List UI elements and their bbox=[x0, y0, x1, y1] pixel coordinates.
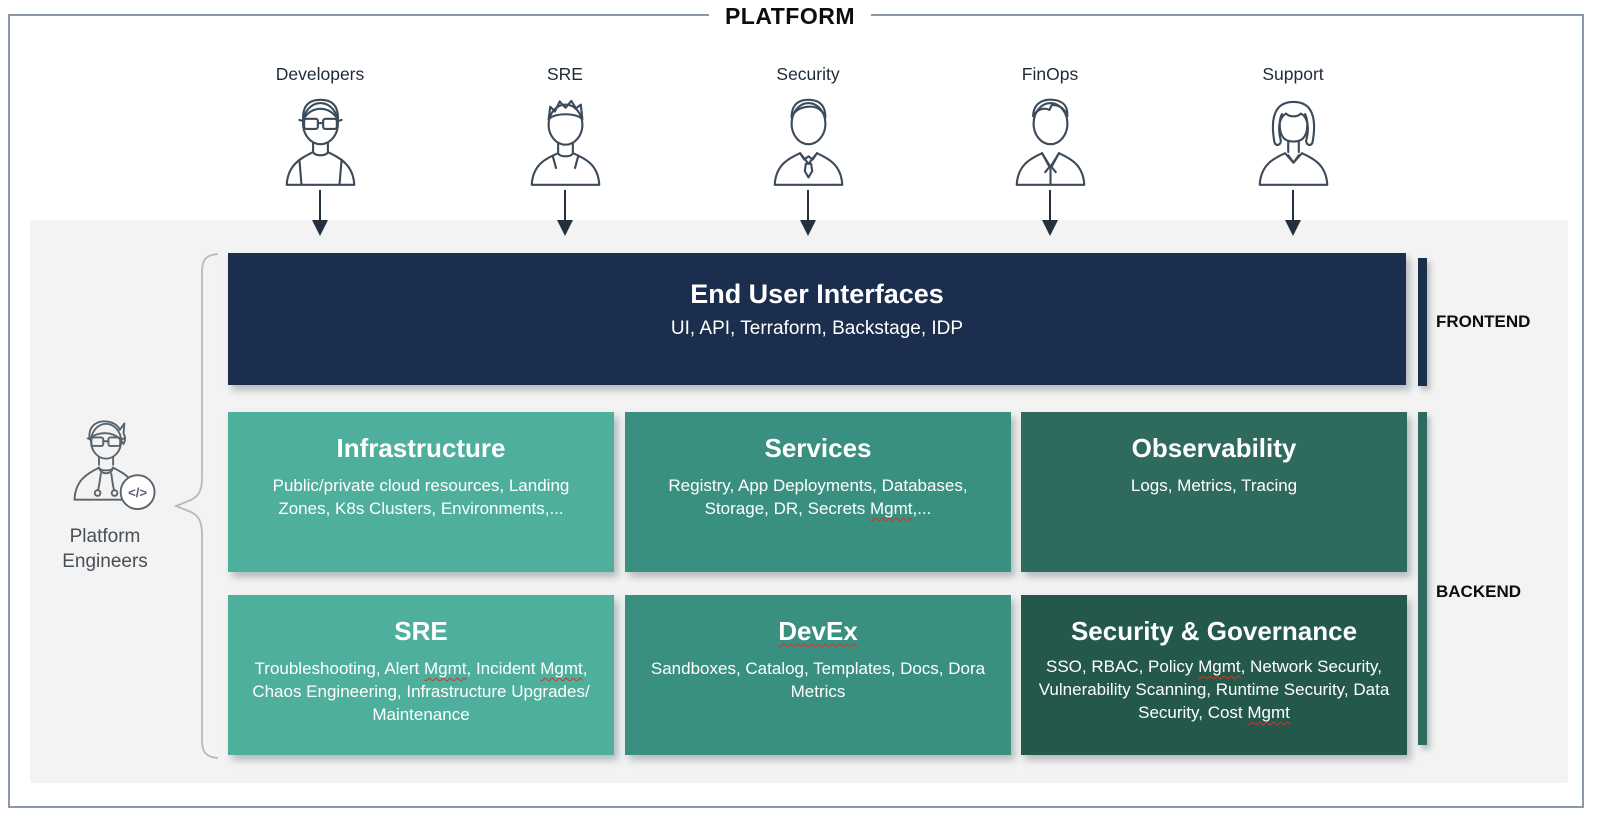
box-title: SRE bbox=[394, 616, 448, 646]
box-title: End User Interfaces bbox=[690, 279, 944, 309]
code-badge-icon: </> bbox=[128, 485, 147, 500]
box-title: DevEx bbox=[778, 616, 858, 646]
frontend-section-label: FRONTEND bbox=[1436, 312, 1531, 331]
sre-box: SRE Troubleshooting, Alert Mgmt, Inciden… bbox=[228, 595, 614, 755]
box-title: Services bbox=[764, 433, 872, 463]
box-title: Infrastructure bbox=[336, 433, 506, 463]
persona-label: FinOps bbox=[1021, 64, 1079, 84]
support-avatar-icon bbox=[1258, 100, 1328, 186]
persona-label: Support bbox=[1262, 64, 1324, 84]
left-brace bbox=[173, 253, 219, 759]
down-arrow-icon bbox=[1285, 190, 1301, 236]
box-body: Logs, Metrics, Tracing bbox=[1130, 476, 1298, 495]
down-arrow-icon bbox=[312, 190, 328, 236]
finops-avatar-icon bbox=[1015, 98, 1085, 186]
backend-section-label: BACKEND bbox=[1436, 582, 1521, 601]
box-subtitle: UI, API, Terraform, Backstage, IDP bbox=[670, 318, 964, 339]
box-body: Troubleshooting, Alert Mgmt, Incident Mg… bbox=[252, 659, 590, 725]
developer-avatar-icon bbox=[285, 98, 355, 186]
box-body: SSO, RBAC, Policy Mgmt, Network Security… bbox=[1038, 657, 1390, 723]
end-user-interfaces-box: End User Interfaces UI, API, Terraform, … bbox=[228, 253, 1406, 385]
down-arrow-icon bbox=[557, 190, 573, 236]
devex-box: DevEx Sandboxes, Catalog, Templates, Doc… bbox=[625, 595, 1011, 755]
persona-finops: FinOps bbox=[980, 64, 1120, 238]
persona-developers: Developers bbox=[250, 64, 390, 238]
observability-box: Observability Logs, Metrics, Tracing bbox=[1021, 412, 1407, 572]
box-body: Public/private cloud resources, Landing … bbox=[272, 476, 570, 519]
persona-label: Security bbox=[776, 64, 840, 84]
frontend-accent-bar bbox=[1418, 258, 1427, 386]
down-arrow-icon bbox=[1042, 190, 1058, 236]
page-title: PLATFORM bbox=[708, 3, 872, 30]
box-title: Security & Governance bbox=[1070, 616, 1358, 646]
infrastructure-box: Infrastructure Public/private cloud reso… bbox=[228, 412, 614, 572]
persona-sre: SRE bbox=[495, 64, 635, 238]
persona-label: SRE bbox=[547, 64, 583, 84]
down-arrow-icon bbox=[800, 190, 816, 236]
box-body: Sandboxes, Catalog, Templates, Docs, Dor… bbox=[650, 659, 986, 702]
platform-engineers-label: Platform Engineers bbox=[62, 526, 148, 573]
box-body: Registry, App Deployments, Databases, St… bbox=[668, 476, 968, 519]
persona-support: Support bbox=[1223, 64, 1363, 238]
persona-label: Developers bbox=[275, 64, 365, 84]
security-avatar-icon bbox=[773, 98, 843, 186]
backend-accent-bar bbox=[1418, 412, 1427, 745]
sre-avatar-icon bbox=[530, 99, 600, 186]
services-box: Services Registry, App Deployments, Data… bbox=[625, 412, 1011, 572]
platform-engineer-avatar-icon: </> bbox=[73, 420, 156, 510]
box-title: Observability bbox=[1131, 433, 1297, 463]
security-governance-box: Security & Governance SSO, RBAC, Policy … bbox=[1021, 595, 1407, 755]
persona-security: Security bbox=[738, 64, 878, 238]
